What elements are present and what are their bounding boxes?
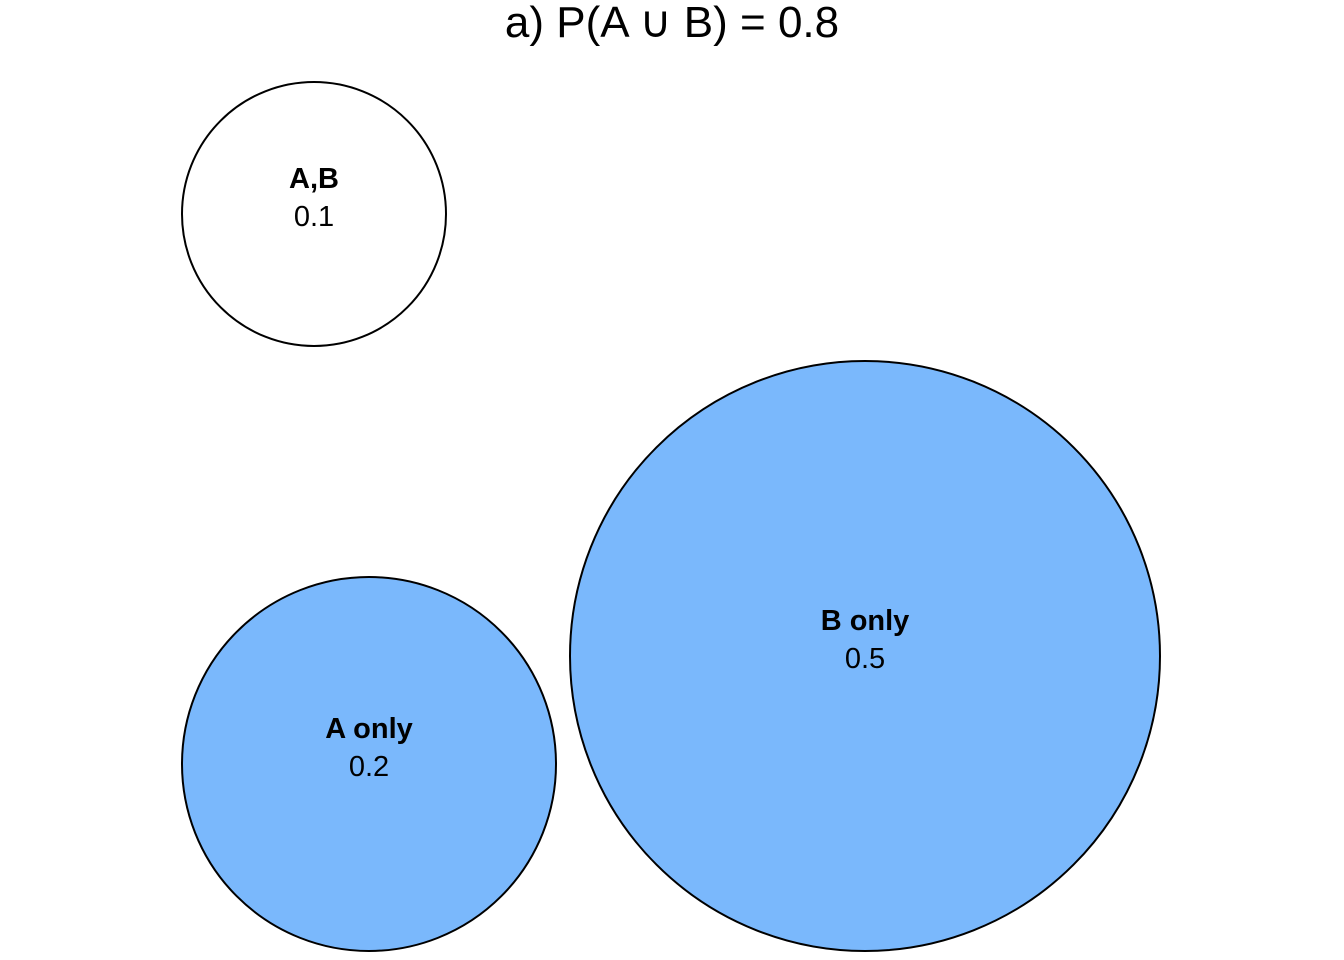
region-a-only-name: A only (325, 713, 413, 745)
diagram-title: a) P(A ∪ B) = 0.8 (504, 0, 840, 47)
region-b-only-name: B only (821, 605, 910, 637)
region-a-only-circle (181, 576, 557, 952)
region-b-only-value: 0.5 (845, 643, 885, 675)
region-a-only: A only 0.2 (181, 576, 557, 952)
region-b-only: B only 0.5 (569, 360, 1161, 952)
region-a-only-value: 0.2 (349, 751, 389, 783)
region-ab-value: 0.1 (294, 201, 334, 233)
region-ab-name: A,B (289, 163, 339, 195)
region-b-only-circle (569, 360, 1161, 952)
region-ab: A,B 0.1 (181, 81, 447, 347)
region-ab-circle (181, 81, 447, 347)
